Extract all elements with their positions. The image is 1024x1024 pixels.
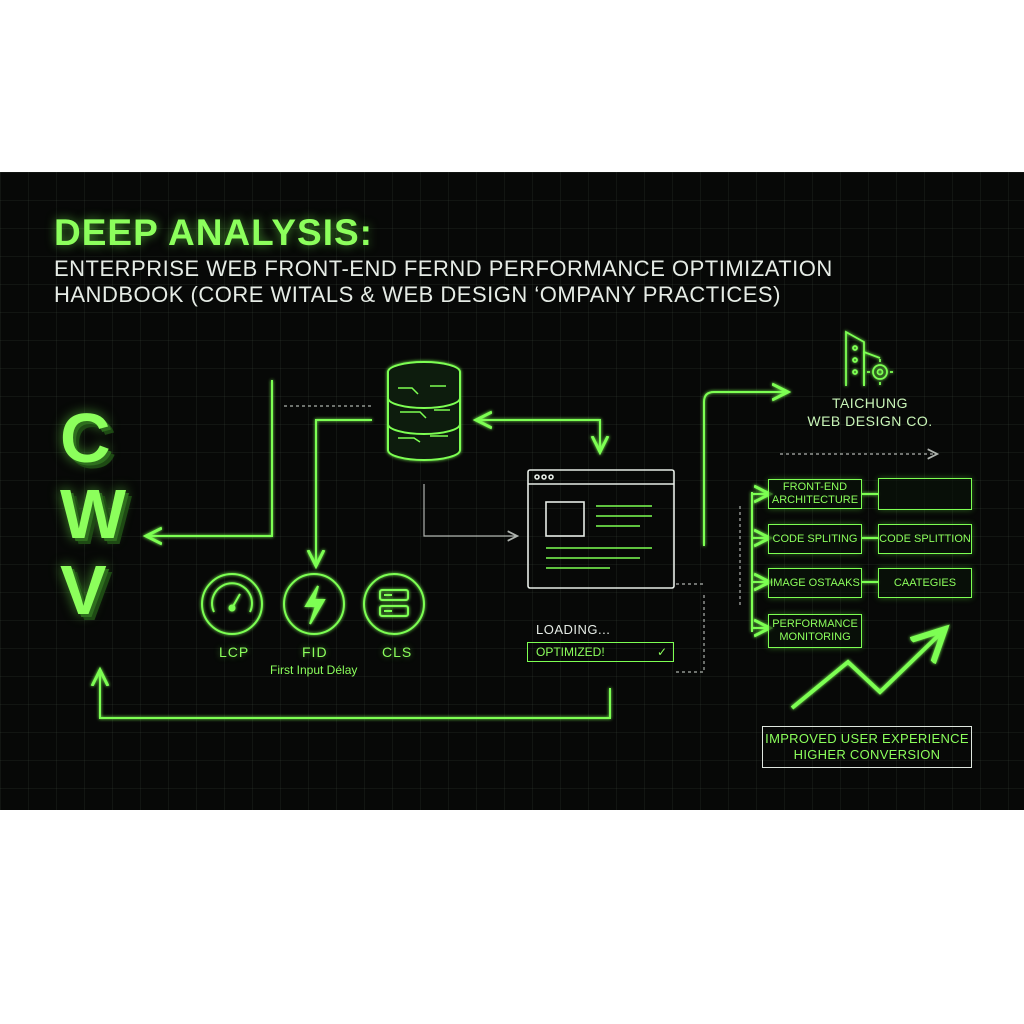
connector-db-fid [316,419,372,564]
optimized-status-bar: OPTIMIZED! ✓ [527,642,674,662]
layout-blocks-icon [363,573,425,635]
lightning-icon [283,573,345,635]
connector-cwv-in [148,380,273,536]
fid-description: First Input Délay [270,663,358,677]
result-box: IMPROVED USER EXPERIENCE HIGHER CONVERSI… [762,726,972,768]
practice-box-empty [878,478,972,510]
metric-label-cls: CLS [382,644,413,660]
subtitle-line-1: ENTERPRISE WEB FRONT-END FERND PERFORMAN… [54,256,833,281]
optimized-status-text: OPTIMIZED! [536,645,605,659]
cwv-letter-v: V [60,551,107,629]
page-title: DEEP ANALYSIS: [54,212,373,253]
practice-box-monitoring: PERFORMANCE MONITORING [768,614,862,648]
flow-diagram [0,330,1024,719]
practice-box-code-spliting: CODE SPLITING [768,524,862,554]
metric-label-lcp: LCP [219,644,250,660]
database-icon [387,361,461,461]
subtitle-line-2: HANDBOOK (CORE WITALS & WEB DESIGN ‘OMPA… [54,282,781,307]
building-gear-icon [845,330,893,386]
company-name: TAICHUNG WEB DESIGN CO. [790,394,950,430]
checkmark-icon: ✓ [656,645,667,659]
connector-db-browser [478,419,600,450]
browser-window-icon [527,469,675,589]
company-name-line-2: WEB DESIGN CO. [807,413,933,429]
practice-box-categories: CAATEGIES [878,568,972,598]
connector-loop [100,672,611,719]
cwv-letter-w: W [60,475,127,553]
result-line-2: HIGHER CONVERSION [793,747,941,762]
infographic-panel: DEEP ANALYSIS: ENTERPRISE WEB FRONT-END … [0,172,1024,810]
gauge-icon [201,573,263,635]
company-name-line-1: TAICHUNG [831,395,909,411]
connector-browser-company [703,392,786,546]
cwv-letter-c: C [60,399,111,477]
metric-label-fid: FID [302,644,328,660]
loading-text: LOADING... [536,622,611,637]
practice-box-architecture: FRONT-END ARCHITECTURE [768,479,862,509]
growth-trend-arrow [790,632,942,710]
result-line-1: IMPROVED USER EXPERIENCE [765,731,969,746]
practice-box-code-splittion: CODE SPLITTION [878,524,972,554]
practice-box-image: IMAGE OSTAAKS [768,568,862,598]
